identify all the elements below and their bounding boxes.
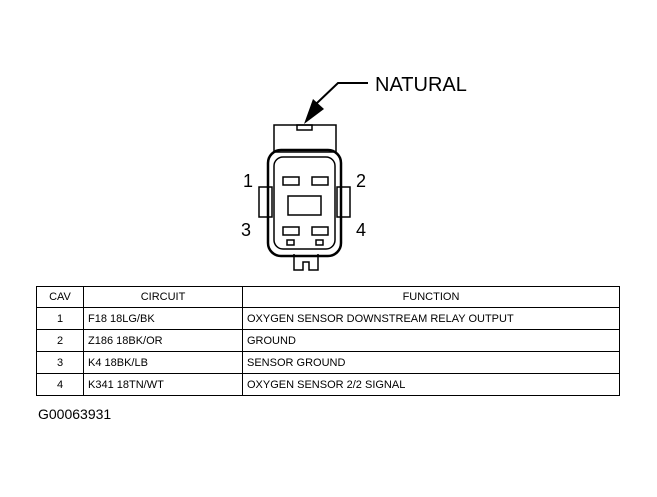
table-row: 4 K341 18TN/WT OXYGEN SENSOR 2/2 SIGNAL <box>36 373 620 396</box>
cell-circuit: K341 18TN/WT <box>83 373 243 396</box>
table-header-row: CAV CIRCUIT FUNCTION <box>36 286 620 308</box>
cavity-2 <box>311 176 329 186</box>
pin-label-1: 1 <box>243 171 253 191</box>
table-row: 1 F18 18LG/BK OXYGEN SENSOR DOWNSTREAM R… <box>36 307 620 330</box>
connector-diagram: NATURAL 1 2 3 4 <box>241 74 467 271</box>
cavity-1 <box>282 176 300 186</box>
pin-label-3: 3 <box>241 220 251 240</box>
pinout-table: CAV CIRCUIT FUNCTION 1 F18 18LG/BK OXYGE… <box>36 286 620 396</box>
cell-cav: 3 <box>36 351 84 374</box>
header-circuit: CIRCUIT <box>83 286 243 308</box>
table-row: 2 Z186 18BK/OR GROUND <box>36 329 620 352</box>
center-key <box>287 195 322 216</box>
connector-color-label: NATURAL <box>375 74 467 96</box>
cell-circuit: Z186 18BK/OR <box>83 329 243 352</box>
cell-function: OXYGEN SENSOR DOWNSTREAM RELAY OUTPUT <box>242 307 620 330</box>
cell-function: SENSOR GROUND <box>242 351 620 374</box>
figure-id: G00063931 <box>38 406 112 422</box>
cell-circuit: F18 18LG/BK <box>83 307 243 330</box>
cell-cav: 1 <box>36 307 84 330</box>
cavity-3 <box>282 226 300 236</box>
cell-function: GROUND <box>242 329 620 352</box>
table-row: 3 K4 18BK/LB SENSOR GROUND <box>36 351 620 374</box>
cell-cav: 2 <box>36 329 84 352</box>
pin-label-2: 2 <box>356 171 366 191</box>
natural-leader-arrow <box>304 82 368 124</box>
cell-function: OXYGEN SENSOR 2/2 SIGNAL <box>242 373 620 396</box>
pin-label-4: 4 <box>356 220 366 240</box>
header-cav: CAV <box>36 286 84 308</box>
cell-cav: 4 <box>36 373 84 396</box>
connector-body <box>258 124 351 271</box>
header-function: FUNCTION <box>242 286 620 308</box>
cell-circuit: K4 18BK/LB <box>83 351 243 374</box>
cavity-4 <box>311 226 329 236</box>
